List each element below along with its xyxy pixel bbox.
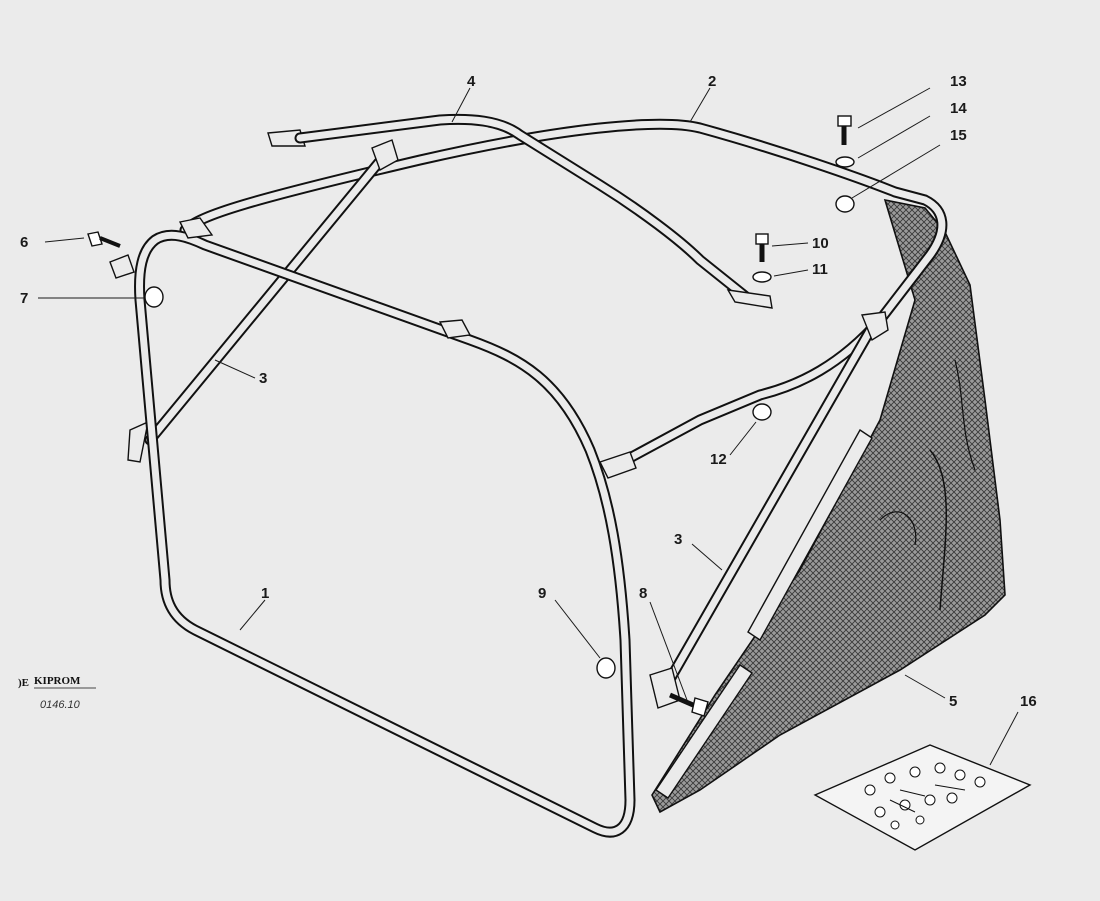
callout-16: 16 — [1020, 693, 1037, 710]
callout-10: 10 — [812, 235, 829, 252]
callout-14: 14 — [950, 100, 967, 117]
stay-left — [127, 139, 399, 463]
callout-3-left: 3 — [259, 370, 267, 387]
callout-8: 8 — [639, 585, 647, 602]
manufacturer-logo: )E KIPROM 0146.10 — [18, 675, 96, 711]
logo-mark-icon: )E — [18, 677, 29, 689]
rear-frame — [179, 118, 948, 479]
leader-lines — [38, 87, 1019, 766]
callout-11: 11 — [812, 261, 828, 278]
callout-15: 15 — [950, 127, 967, 144]
grass-bag-mesh — [651, 198, 1006, 814]
callout-4: 4 — [467, 73, 476, 90]
callout-9: 9 — [538, 585, 546, 602]
callout-3-right: 3 — [674, 531, 682, 548]
hardware — [87, 115, 855, 717]
logo-brand: KIPROM — [34, 675, 81, 687]
callout-2: 2 — [708, 73, 716, 90]
handle-bar — [267, 113, 773, 309]
callout-1: 1 — [261, 585, 269, 602]
hardware-bag — [813, 744, 1032, 851]
callout-6: 6 — [20, 234, 28, 251]
front-frame — [134, 217, 636, 838]
callout-labels: 1 2 3 3 4 5 6 7 8 9 10 11 12 13 14 15 16 — [20, 73, 1037, 710]
callout-12: 12 — [710, 451, 727, 468]
drawing-code: 0146.10 — [40, 699, 81, 711]
callout-7: 7 — [20, 290, 28, 307]
callout-5: 5 — [949, 693, 957, 710]
callout-13: 13 — [950, 73, 967, 90]
